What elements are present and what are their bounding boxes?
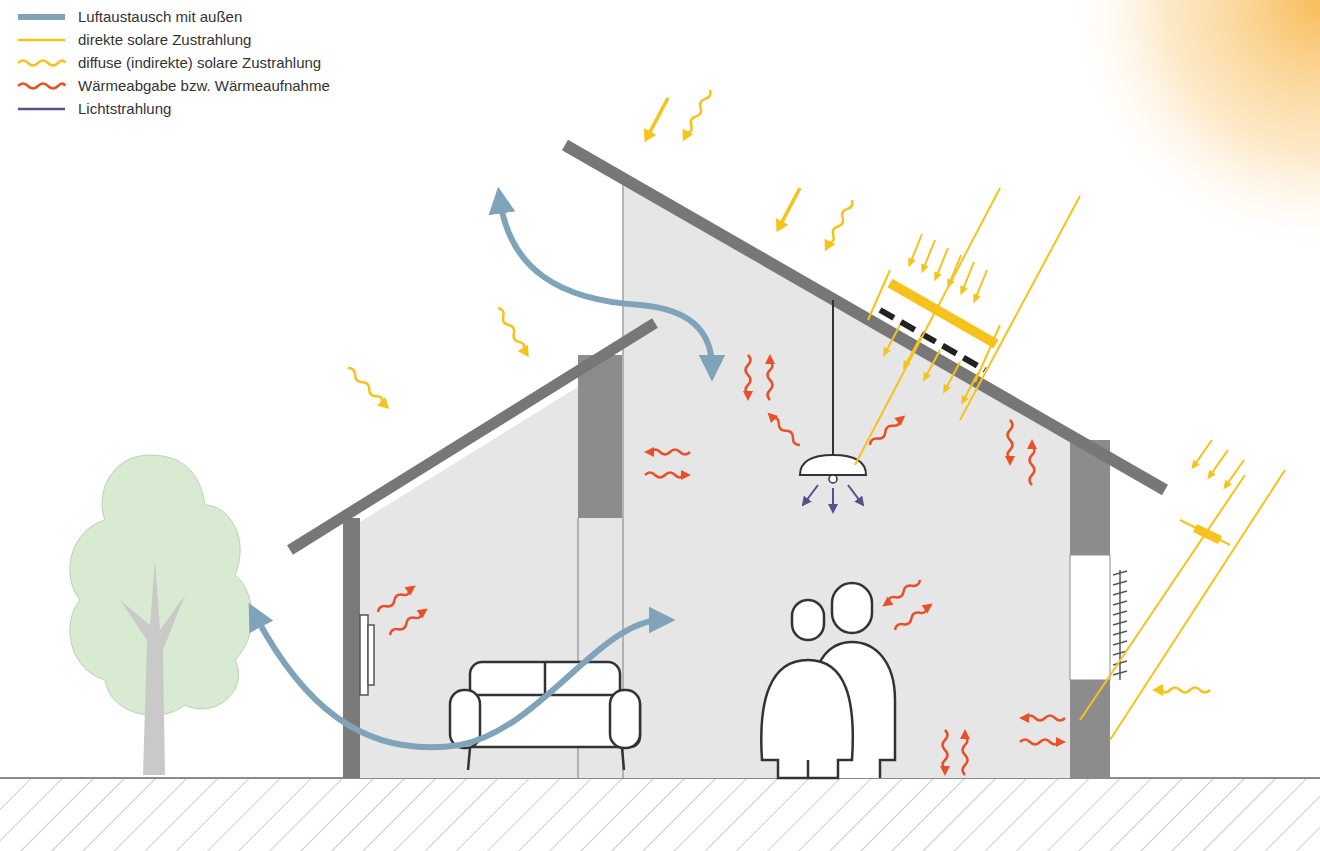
ground-hatch — [0, 778, 1320, 851]
people — [761, 583, 895, 778]
air-exchange-arrows — [255, 200, 712, 747]
window — [1070, 555, 1110, 680]
lamp — [800, 300, 866, 512]
legend-text: diffuse (indirekte) solare Zustrahlung — [78, 54, 321, 72]
direct-sun-skylight — [855, 188, 1080, 465]
sun-glow — [1000, 0, 1320, 260]
legend-text: Lichtstrahlung — [78, 100, 171, 118]
legend-text: Luftaustausch mit außen — [78, 8, 242, 26]
shutter — [1113, 570, 1127, 680]
main-roof — [565, 145, 1165, 490]
left-wall — [343, 518, 360, 778]
left-roof — [290, 323, 655, 550]
direct-sun-window — [1080, 470, 1285, 740]
radiator — [360, 615, 374, 695]
legend-samples — [18, 17, 65, 109]
middle-wall — [578, 355, 622, 518]
sofa — [450, 662, 640, 770]
legend-text: Wärmeabgabe bzw. Wärmeaufnahme — [78, 77, 330, 95]
legend-text: direkte solare Zustrahlung — [78, 31, 251, 49]
tree — [70, 455, 252, 775]
house-interior — [360, 185, 1070, 778]
right-wall — [1070, 680, 1110, 778]
